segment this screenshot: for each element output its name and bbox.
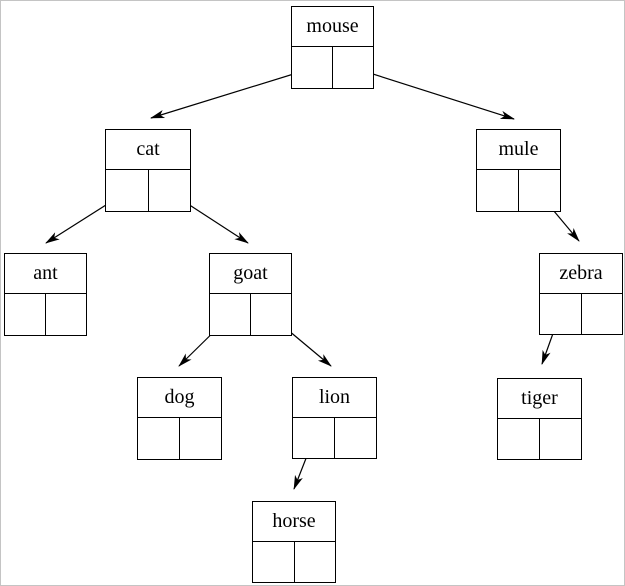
tree-node-mule: mule [476,129,561,212]
tree-node-cat: cat [105,129,191,212]
pointer-row [138,417,221,460]
node-label-dog: dog [138,378,221,418]
right-pointer-cell [149,170,191,212]
left-pointer-cell [540,293,582,334]
node-label-goat: goat [210,254,291,294]
node-label-horse: horse [253,502,335,542]
left-pointer-cell [106,169,149,211]
left-pointer-cell [138,417,180,459]
right-pointer-cell [251,294,291,336]
right-pointer-cell [519,170,560,212]
tree-node-dog: dog [137,377,222,460]
node-label-zebra: zebra [540,254,622,294]
tree-node-ant: ant [4,253,87,336]
node-label-lion: lion [293,378,376,418]
tree-node-mouse: mouse [291,6,374,89]
right-pointer-cell [46,294,86,336]
node-label-tiger: tiger [498,379,581,419]
right-pointer-cell [295,542,336,583]
tree-node-lion: lion [292,377,377,459]
tree-node-goat: goat [209,253,292,336]
pointer-row [292,46,373,89]
pointer-row [5,293,86,336]
pointer-row [293,417,376,459]
right-pointer-cell [180,418,221,460]
node-label-mule: mule [477,130,560,170]
node-label-mouse: mouse [292,7,373,47]
right-pointer-cell [335,418,376,459]
right-pointer-cell [582,294,623,335]
tree-node-zebra: zebra [539,253,623,335]
pointer-row [210,293,291,336]
edge-arrow-mouse-left-to-cat [150,67,314,119]
right-pointer-cell [333,47,373,89]
node-label-cat: cat [106,130,190,170]
right-pointer-cell [540,419,581,460]
pointer-row [106,169,191,212]
tree-node-tiger: tiger [497,378,582,460]
edge-arrow-mouse-right-to-mule [353,67,515,120]
left-pointer-cell [292,46,333,88]
pointer-row [253,541,336,583]
tree-node-horse: horse [252,501,336,583]
left-pointer-cell [293,417,335,458]
left-pointer-cell [477,169,519,211]
pointer-row [540,293,623,335]
left-pointer-cell [253,541,295,582]
left-pointer-cell [5,293,46,335]
left-pointer-cell [498,418,540,459]
pointer-row [477,169,560,212]
node-label-ant: ant [5,254,86,294]
pointer-row [498,418,581,460]
left-pointer-cell [210,293,251,335]
